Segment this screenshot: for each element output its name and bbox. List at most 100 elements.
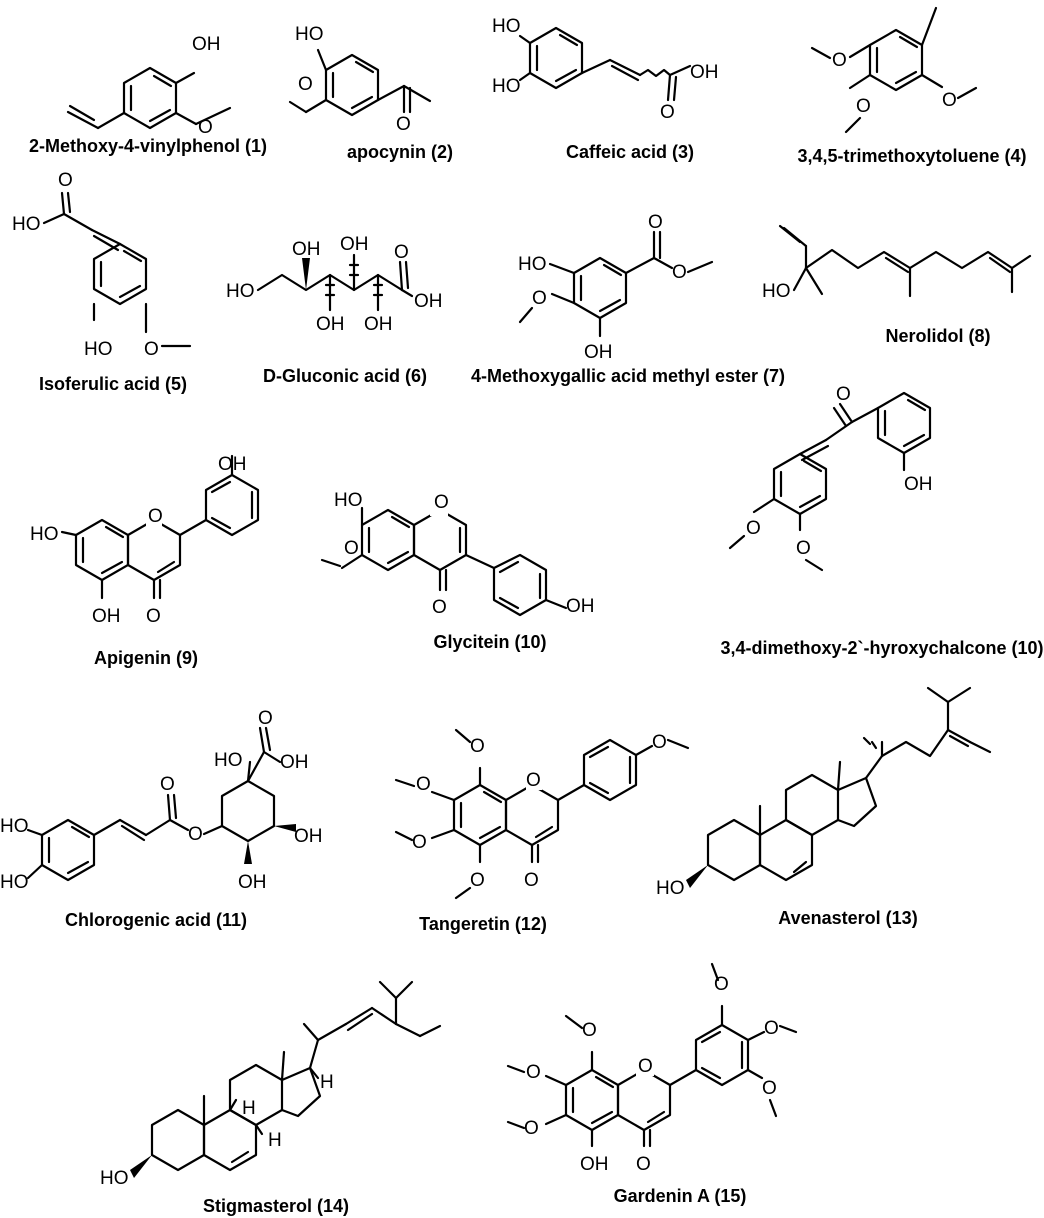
atom-o: O	[434, 492, 449, 513]
atom-o: O	[836, 384, 851, 405]
compound-label-9: Apigenin (9)	[94, 648, 198, 668]
atom-o: O	[764, 1018, 779, 1039]
atom-oh: OH	[238, 872, 267, 893]
atom-o: O	[198, 117, 213, 138]
atom-o: O	[832, 50, 847, 71]
structure-5: HO O HO O	[12, 170, 192, 360]
atom-o: O	[672, 262, 687, 283]
structure-4: O O O	[810, 6, 978, 134]
structure-15: O O O O O OH O O O	[506, 962, 798, 1175]
structure-9: HO OH O O OH	[30, 454, 260, 627]
atom-o: O	[470, 870, 485, 891]
atom-oh: OH	[316, 314, 345, 335]
structure-10b: O OH O O	[728, 384, 933, 572]
atom-ho: HO	[226, 281, 255, 302]
atom-o: O	[856, 96, 871, 117]
atom-o: O	[526, 1062, 541, 1083]
atom-oh: OH	[364, 314, 393, 335]
atom-o: O	[146, 606, 161, 627]
atom-ho: HO	[518, 254, 547, 275]
atom-o: O	[746, 518, 761, 539]
compound-label-14: Stigmasterol (14)	[202, 1196, 350, 1216]
compound-label-8: Nerolidol (8)	[885, 326, 991, 346]
atom-oh: OH	[218, 454, 247, 475]
atom-ho: HO	[12, 214, 41, 235]
atom-ho: HO	[334, 490, 363, 511]
compound-label-6: D-Gluconic acid (6)	[262, 366, 428, 386]
atom-o: O	[144, 339, 159, 360]
atom-oh: OH	[292, 239, 321, 260]
atom-oh: OH	[340, 234, 369, 255]
atom-ho: HO	[295, 24, 324, 45]
atom-o: O	[470, 736, 485, 757]
structure-10: HO O O O OH	[320, 490, 595, 618]
atom-o: O	[524, 1118, 539, 1139]
atom-o: O	[432, 597, 447, 618]
atom-o: O	[58, 170, 73, 191]
atom-o: O	[148, 506, 163, 527]
structure-2: HO O O	[288, 24, 432, 135]
atom-o: O	[160, 774, 175, 795]
atom-oh: OH	[92, 606, 121, 627]
compound-label-15: Gardenin A (15)	[613, 1186, 747, 1206]
atom-o: O	[416, 774, 431, 795]
structure-7: HO O OH O O	[518, 212, 714, 363]
atom-oh: OH	[566, 596, 595, 617]
atom-o: O	[638, 1056, 653, 1077]
structure-14: HO H H H	[100, 980, 442, 1189]
atom-oh: OH	[904, 474, 933, 495]
structure-13: HO	[656, 686, 992, 899]
atom-o: O	[344, 538, 359, 559]
atom-oh: OH	[192, 34, 221, 55]
atom-o: O	[298, 74, 313, 95]
atom-o: O	[648, 212, 663, 233]
atom-h: H	[268, 1130, 282, 1151]
atom-o: O	[532, 288, 547, 309]
atom-o: O	[396, 114, 411, 135]
atom-ho: HO	[100, 1168, 129, 1189]
compound-label-5: Isoferulic acid (5)	[38, 374, 188, 394]
atom-o: O	[636, 1154, 651, 1175]
compound-label-10: Glycitein (10)	[433, 632, 547, 652]
compound-label-13: Avenasterol (13)	[778, 908, 918, 928]
atom-o: O	[652, 732, 667, 753]
atom-o: O	[796, 538, 811, 559]
atom-ho: HO	[0, 872, 29, 893]
atom-oh: OH	[414, 291, 443, 312]
structure-1: OH O	[66, 34, 232, 138]
atom-o: O	[762, 1078, 777, 1099]
atom-ho: HO	[30, 524, 59, 545]
atom-o: O	[258, 708, 273, 729]
atom-ho: HO	[214, 750, 243, 771]
atom-o: O	[412, 832, 427, 853]
atom-oh: OH	[580, 1154, 609, 1175]
compound-label-3: Caffeic acid (3)	[565, 142, 695, 162]
atom-o: O	[526, 770, 541, 791]
structure-3: HO HO OH O	[492, 16, 719, 123]
atom-ho: HO	[492, 76, 521, 97]
compound-label-7: 4-Methoxygallic acid methyl ester (7)	[470, 366, 786, 386]
atom-oh: OH	[294, 826, 323, 847]
structure-12: O O O O O O O	[394, 728, 690, 900]
atom-ho: HO	[762, 281, 791, 302]
atom-oh: OH	[690, 62, 719, 83]
atom-oh: OH	[584, 342, 613, 363]
compound-label-12: Tangeretin (12)	[419, 914, 547, 934]
atom-o: O	[188, 824, 203, 845]
structure-6: HO OH OH OH OH O OH	[226, 234, 443, 335]
atom-o: O	[394, 242, 409, 263]
atom-ho: HO	[84, 339, 113, 360]
compound-label-2: apocynin (2)	[346, 142, 454, 162]
structure-8: HO	[762, 224, 1032, 302]
atom-o: O	[582, 1020, 597, 1041]
structure-11: HO HO O O HO O OH OH OH	[0, 708, 323, 893]
atom-h: H	[242, 1098, 256, 1119]
atom-ho: HO	[656, 878, 685, 899]
atom-h: H	[320, 1072, 334, 1093]
atom-o: O	[524, 870, 539, 891]
atom-ho: HO	[492, 16, 521, 37]
atom-ho: HO	[0, 816, 29, 837]
compound-label-4: 3,4,5-trimethoxytoluene (4)	[797, 146, 1027, 166]
